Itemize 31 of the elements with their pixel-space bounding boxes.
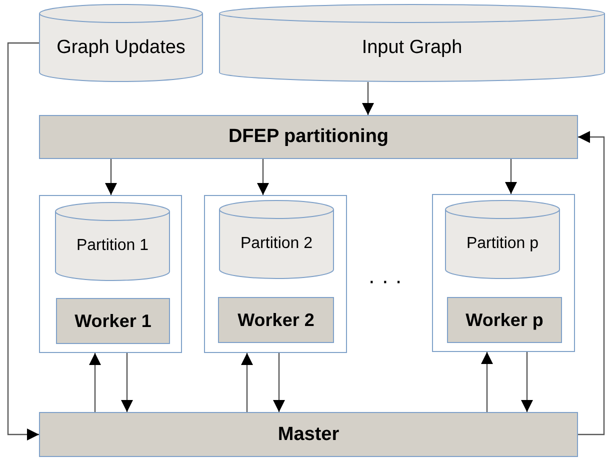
arrow <box>521 352 533 412</box>
arrow <box>481 352 493 412</box>
arrow <box>362 82 374 115</box>
box-label: Worker 1 <box>74 310 152 332</box>
process-box <box>218 297 334 343</box>
box-label: Worker 2 <box>238 310 314 330</box>
worker-container <box>432 194 575 352</box>
arrow <box>105 159 117 195</box>
process-box <box>447 297 562 343</box>
ellipsis-label: · · · <box>368 268 402 294</box>
box-label: Master <box>278 424 340 446</box>
storage-label: Input Graph <box>362 37 462 59</box>
worker-container <box>204 195 347 353</box>
box-label: Worker p <box>466 310 544 330</box>
arrow <box>257 159 269 195</box>
arrow <box>578 131 605 436</box>
storage-label: Partition 2 <box>240 234 313 252</box>
arrow <box>241 353 253 412</box>
arrow <box>7 42 39 440</box>
storage-label: Graph Updates <box>56 37 186 59</box>
storage-label: Partition 1 <box>76 236 149 254</box>
arrow <box>89 353 101 412</box>
arrow <box>505 159 517 194</box>
arrow <box>273 353 285 412</box>
storage-label: Partition p <box>466 234 539 252</box>
worker-container <box>39 195 182 353</box>
box-label: DFEP partitioning <box>228 126 389 148</box>
process-box <box>39 115 578 159</box>
arrow <box>121 353 133 412</box>
process-box <box>56 298 170 344</box>
process-box <box>39 412 578 457</box>
